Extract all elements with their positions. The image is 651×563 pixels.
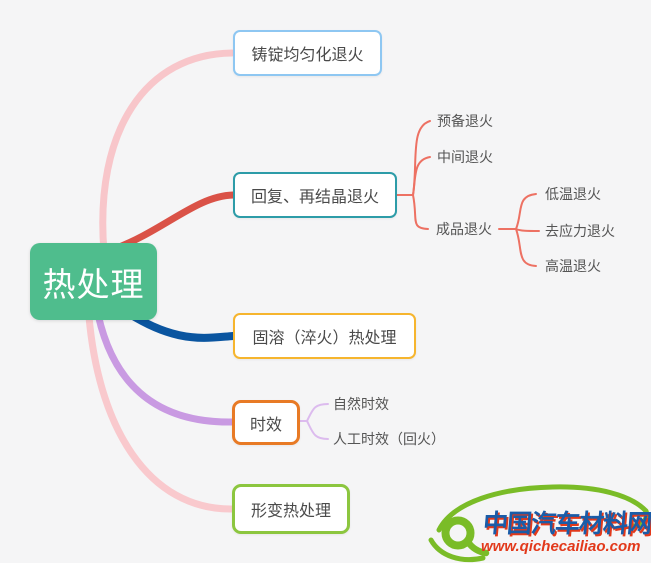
node-solution-quench-heat-treatment[interactable]: 固溶（淬火）热处理 (233, 313, 416, 359)
node-label: 回复、再结晶退火 (250, 189, 379, 206)
link-root-to-recovery-recrystallization (108, 191, 237, 254)
logo-url: www.qichecailiao.com (481, 538, 641, 555)
node-recovery-recrystallization-annealing[interactable]: 回复、再结晶退火 (233, 172, 397, 218)
node-stress-relief-annealing[interactable]: 去应力退火 (545, 223, 615, 239)
node-ingot-homogenization-annealing[interactable]: 铸锭均匀化退火 (233, 30, 382, 76)
node-finished-annealing[interactable]: 成品退火 (436, 221, 492, 237)
bracket-recovery-children (396, 120, 431, 230)
link-to-finished-annealing (412, 194, 429, 230)
link-to-intermediate-annealing (412, 156, 431, 196)
link-to-artificial-aging (306, 420, 329, 440)
node-intermediate-annealing[interactable]: 中间退火 (437, 149, 493, 165)
logo-title: 中国汽车材料网 (481, 510, 651, 538)
node-natural-aging[interactable]: 自然时效 (333, 396, 389, 412)
car-roof-outline (436, 484, 650, 533)
link-root-to-deformation (84, 300, 236, 513)
node-deformation-heat-treatment[interactable]: 形变热处理 (232, 484, 350, 534)
bracket-finished-annealing-children (498, 193, 540, 267)
link-root-to-aging (92, 300, 236, 426)
link-to-stress-relief-annealing (515, 228, 540, 232)
logo-q-ring (441, 516, 475, 550)
bracket-aging-children (299, 403, 329, 440)
link-to-low-temperature-annealing (515, 193, 537, 230)
logo-car-outline-icon (428, 484, 650, 563)
node-label: 铸锭均匀化退火 (251, 47, 364, 64)
node-label: 固溶（淬火）热处理 (252, 330, 397, 347)
logo-q-tail (464, 538, 490, 557)
logo-swoosh (428, 537, 486, 563)
link-to-high-temperature-annealing (515, 228, 537, 267)
link-to-natural-aging (306, 403, 329, 422)
watermark-logo: 中国汽车材料网 www.qichecailiao.com (425, 480, 651, 563)
node-low-temperature-annealing[interactable]: 低温退火 (545, 186, 601, 202)
link-root-to-ingot-homogenization (99, 49, 236, 256)
node-heat-treatment-root[interactable]: 热处理 (30, 243, 157, 320)
node-label: 形变热处理 (250, 503, 331, 520)
node-preparatory-annealing[interactable]: 预备退火 (437, 113, 493, 129)
node-aging[interactable]: 时效 (232, 400, 300, 445)
node-label: 时效 (249, 416, 282, 434)
node-artificial-aging[interactable]: 人工时效（回火） (333, 431, 445, 447)
node-high-temperature-annealing[interactable]: 高温退火 (545, 258, 601, 274)
node-label: 热处理 (42, 265, 145, 303)
